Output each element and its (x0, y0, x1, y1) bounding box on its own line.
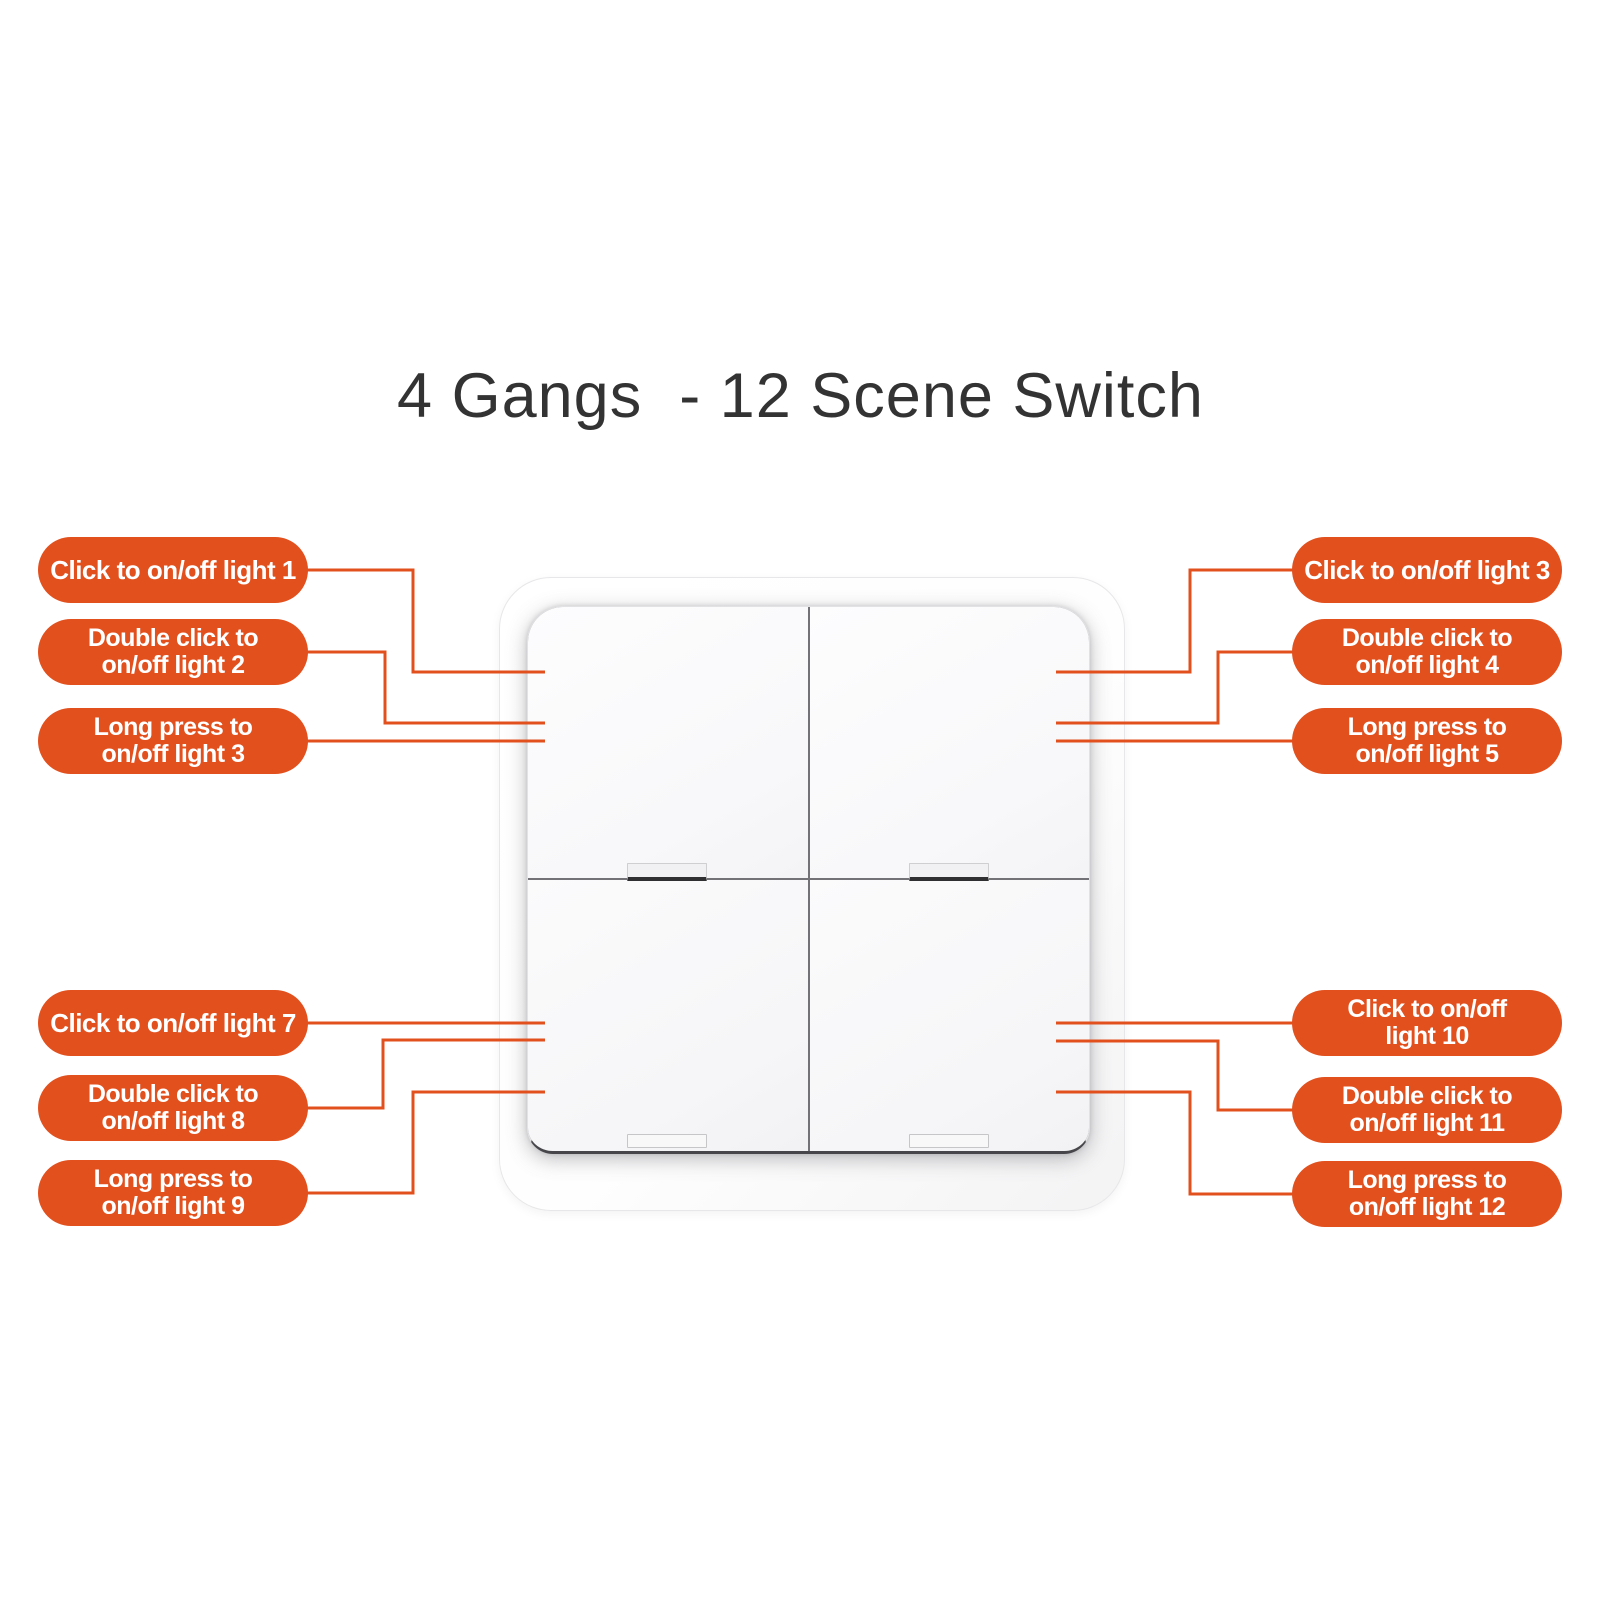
callout-double-click-light-8: Double click to on/off light 8 (38, 1075, 308, 1141)
button-notch-bottom-left (627, 1134, 707, 1148)
callout-text: Long press to (93, 1165, 253, 1193)
switch-button-bottom-right (809, 880, 1089, 1151)
callout-text: Click to on/off light 1 (50, 554, 296, 585)
button-notch-top-left (627, 863, 707, 881)
callout-long-press-light-5: Long press to on/off light 5 (1292, 708, 1562, 774)
callout-long-press-light-3: Long press to on/off light 3 (38, 708, 308, 774)
switch-button-bottom-left (528, 880, 808, 1151)
callout-text: Click to on/off light 3 (1304, 554, 1550, 585)
callout-click-light-1: Click to on/off light 1 (38, 537, 308, 603)
connector-light-11 (1056, 1039, 1294, 1112)
callout-text: Double click to (1341, 624, 1513, 652)
connector-light-2 (306, 650, 545, 725)
callout-text: Long press to (93, 713, 253, 741)
callout-text: Click to on/off (1347, 995, 1507, 1023)
callout-click-light-3: Click to on/off light 3 (1292, 537, 1562, 603)
callout-double-click-light-4: Double click to on/off light 4 (1292, 619, 1562, 685)
switch-button-top-right (809, 607, 1089, 878)
callout-text: on/off light 8 (101, 1107, 245, 1135)
callout-text: Long press to (1347, 1166, 1507, 1194)
callout-text: on/off light 3 (101, 740, 245, 768)
callout-text: on/off light 5 (1355, 740, 1499, 768)
button-notch-top-right (909, 863, 989, 881)
callout-long-press-light-9: Long press to on/off light 9 (38, 1160, 308, 1226)
button-notch-bottom-right (909, 1134, 989, 1148)
callout-double-click-light-2: Double click to on/off light 2 (38, 619, 308, 685)
connector-light-8 (306, 1038, 545, 1110)
callout-text: Double click to (1341, 1082, 1513, 1110)
connector-light-3-right (1056, 568, 1294, 674)
diagram-title: 4 Gangs - 12 Scene Switch (397, 361, 1204, 431)
connector-light-12 (1056, 1090, 1294, 1196)
callout-text: light 10 (1385, 1022, 1469, 1050)
scene-switch-panel (527, 606, 1090, 1154)
callout-text: on/off light 11 (1349, 1109, 1506, 1137)
callout-long-press-light-12: Long press to on/off light 12 (1292, 1161, 1562, 1227)
connector-light-1 (306, 568, 545, 674)
callout-text: on/off light 2 (101, 651, 245, 679)
callout-text: Double click to (87, 1080, 259, 1108)
callout-click-light-10: Click to on/off light 10 (1292, 990, 1562, 1056)
callout-text: on/off light 9 (101, 1192, 245, 1220)
connector-light-4 (1056, 650, 1294, 725)
callout-text: Click to on/off light 7 (50, 1007, 296, 1038)
switch-button-top-left (528, 607, 808, 878)
callout-text: on/off light 4 (1355, 651, 1499, 679)
callout-text: Long press to (1347, 713, 1507, 741)
scene-switch-frame (499, 577, 1125, 1211)
callout-text: on/off light 12 (1348, 1193, 1506, 1221)
callout-text: Double click to (87, 624, 259, 652)
callout-click-light-7: Click to on/off light 7 (38, 990, 308, 1056)
callout-double-click-light-11: Double click to on/off light 11 (1292, 1077, 1562, 1143)
connector-light-9 (306, 1090, 545, 1195)
